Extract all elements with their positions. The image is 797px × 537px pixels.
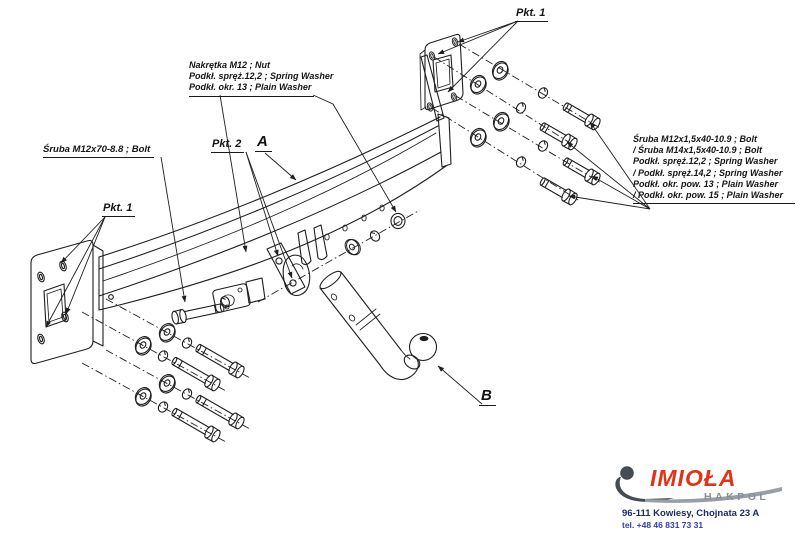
bolt bbox=[193, 340, 247, 380]
mount-hole bbox=[450, 36, 460, 48]
mount-hole bbox=[449, 91, 459, 103]
brand-subname: HAKPOL bbox=[704, 491, 770, 503]
mount-hole bbox=[427, 50, 437, 62]
hook-bracket bbox=[282, 254, 311, 296]
callout-right-block: Śruba M12x1,5x40-10.9 ; Bolt / Śruba M14… bbox=[633, 134, 795, 205]
plain-washer bbox=[466, 125, 491, 151]
beam-end-cap bbox=[437, 113, 452, 168]
ball-top-mark bbox=[419, 335, 429, 342]
callout-line: Podkł. spręż.12,2 ; Spring Washer bbox=[189, 71, 334, 82]
callout-line: / Podkł. okr. pow. 15 ; Plain Washer bbox=[633, 190, 784, 201]
towbar-hook-icon bbox=[615, 466, 782, 503]
callout-bolt-left: Śruba M12x70-8.8 ; Bolt bbox=[43, 144, 155, 158]
callout-line: Podkł. spręż.12,2 ; Spring Washer bbox=[633, 156, 778, 167]
spring-washer bbox=[155, 348, 171, 364]
callout-pkt2: Pkt. 2 bbox=[211, 138, 245, 153]
callout-nut-block: Nakrętka M12 ; Nut Podkł. spręż.12,2 ; S… bbox=[189, 60, 334, 97]
bolt bbox=[193, 391, 247, 431]
mount-hole bbox=[36, 332, 46, 346]
callout-pkt1-top: Pkt. 1 bbox=[515, 7, 549, 22]
tow-ball bbox=[408, 332, 438, 362]
bolt-m12x70 bbox=[170, 300, 226, 326]
spring-washer bbox=[367, 228, 383, 244]
bracket-plate bbox=[212, 283, 251, 313]
callout-line: Podkł. okr. 13 ; Plain Washer bbox=[189, 82, 312, 93]
spring-washer bbox=[536, 138, 550, 154]
plain-washer bbox=[488, 58, 513, 84]
bolt bbox=[169, 353, 223, 393]
plain-washer bbox=[489, 109, 514, 135]
beam-hole bbox=[379, 204, 385, 212]
brand-name: IMIOŁA bbox=[650, 465, 737, 491]
callout-line: / Śruba M14x1,5x40-10.9 ; Bolt bbox=[633, 145, 763, 156]
center-bracket-assembly bbox=[170, 209, 421, 326]
hitch-pin-hole bbox=[330, 293, 338, 301]
bolt bbox=[537, 174, 580, 207]
hatched-spacer-block bbox=[245, 277, 266, 304]
callout-line: Nakrętka M12 ; Nut bbox=[189, 60, 271, 70]
ball-neck bbox=[403, 354, 421, 370]
callout-line: Śruba M12x1,5x40-10.9 ; Bolt bbox=[633, 134, 758, 144]
beam-hole bbox=[324, 233, 330, 241]
spring-washer bbox=[536, 85, 550, 101]
left-fastener-set bbox=[81, 298, 251, 444]
callout-line: / Podkł. spręż.14,2 ; Spring Washer bbox=[633, 167, 783, 178]
spring-washer bbox=[179, 386, 195, 402]
company-logo: IMIOŁA HAKPOL 96-111 Kowiesy, Chojnata 2… bbox=[612, 462, 794, 534]
clevis-prong bbox=[313, 224, 328, 261]
callout-ref-a: A bbox=[255, 134, 272, 152]
bolt bbox=[560, 99, 603, 132]
brand-address: 96-111 Kowiesy, Chojnata 23 A bbox=[622, 508, 760, 519]
mount-hole bbox=[58, 259, 68, 273]
beam-hole bbox=[342, 224, 348, 232]
left-mounting-plate bbox=[30, 239, 114, 365]
bracket-hole bbox=[289, 279, 297, 287]
leader-lines bbox=[45, 20, 651, 405]
brand-phone: tel. +48 46 831 73 31 bbox=[622, 520, 704, 530]
beam-hole bbox=[108, 294, 114, 300]
beam-hole bbox=[361, 214, 367, 222]
mount-hole bbox=[36, 270, 46, 284]
plain-washer bbox=[341, 235, 364, 259]
right-fastener-set bbox=[431, 43, 603, 207]
callout-pkt1-left: Pkt. 1 bbox=[102, 202, 136, 217]
ball-hitch bbox=[319, 270, 438, 381]
spring-washer bbox=[514, 100, 528, 116]
spring-washer bbox=[179, 335, 195, 351]
bracket-hole bbox=[275, 257, 283, 265]
hitch-pin-hole bbox=[348, 314, 356, 322]
bolt bbox=[169, 404, 223, 444]
callout-line: Podkł. okr. pow. 13 ; Plain Washer bbox=[633, 178, 779, 189]
hanging-bracket bbox=[266, 242, 306, 295]
nut-m12 bbox=[390, 212, 406, 230]
spring-washer bbox=[155, 399, 171, 415]
callout-ref-b: B bbox=[479, 388, 496, 406]
bolt bbox=[560, 154, 603, 187]
